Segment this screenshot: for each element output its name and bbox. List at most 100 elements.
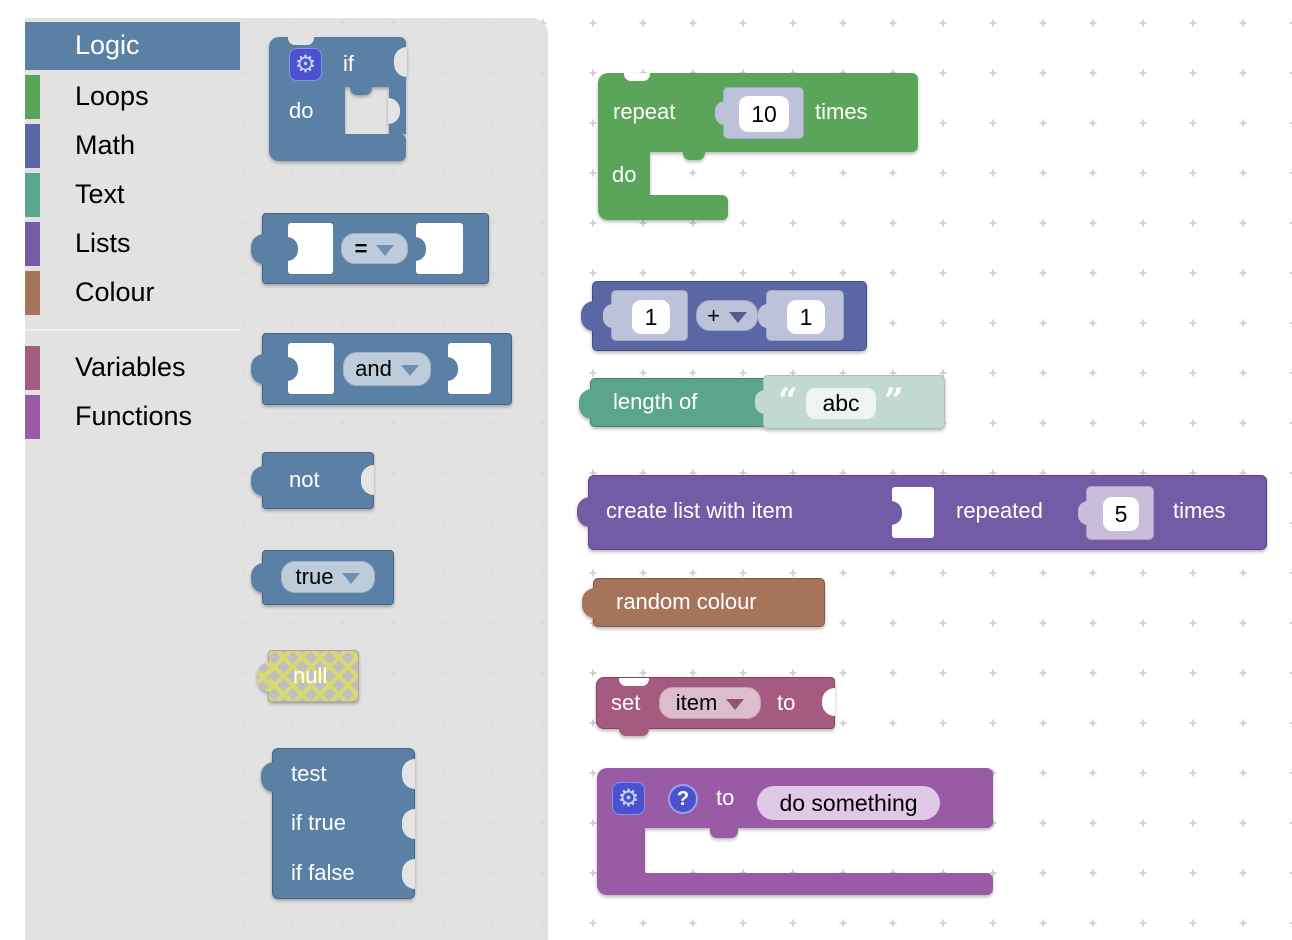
set-label: set (611, 690, 641, 715)
block-length-of[interactable]: length of “ abc ” (579, 375, 945, 429)
not-label: not (289, 467, 320, 492)
variable-name: item (675, 690, 718, 715)
block-list-repeat[interactable]: create list with item repeated 5 times (577, 475, 1267, 550)
statement-notch (710, 828, 738, 838)
value-socket (287, 223, 333, 274)
value-input-notch (402, 809, 415, 839)
category-color-strip (25, 124, 40, 168)
bottom-notch (624, 220, 652, 228)
shadow-number-block[interactable]: 10 (715, 87, 804, 139)
category-color-strip (25, 271, 40, 315)
number-field[interactable]: 1 (632, 300, 670, 334)
value-socket (415, 223, 463, 274)
shadow-output-plug (603, 303, 613, 328)
number-field[interactable]: 1 (787, 300, 825, 334)
category-math[interactable]: Math (25, 122, 240, 170)
operator-label: + (707, 302, 720, 328)
shadow-number-block[interactable]: 1 (603, 290, 688, 341)
shadow-number-block[interactable]: 1 (758, 290, 844, 341)
category-colour[interactable]: Colour (25, 269, 240, 317)
category-loops[interactable]: Loops (25, 73, 240, 121)
repeated-label: repeated (956, 498, 1043, 523)
block-set-variable[interactable]: set item to (596, 677, 835, 736)
category-label: Functions (75, 401, 193, 431)
operator-label: = (354, 235, 368, 261)
text-field[interactable]: abc (806, 388, 876, 419)
block-function-definition[interactable]: ⚙ ? to do something (597, 768, 993, 895)
times-label: times (815, 99, 868, 124)
flyout-block-and[interactable]: and (251, 333, 512, 405)
value-input-notch (402, 859, 415, 889)
output-plug (261, 762, 274, 792)
category-label: Logic (75, 30, 140, 60)
help-icon[interactable]: ? (668, 784, 698, 814)
category-color-strip (25, 75, 40, 119)
create-list-label: create list with item (606, 498, 794, 523)
do-label: do (289, 98, 314, 123)
ternary-row-label: if false (291, 860, 355, 885)
category-tree: Logic Loops Math Text Lists Colour (25, 18, 240, 940)
output-plug (582, 588, 595, 618)
if-label: if (343, 51, 354, 76)
value-input-notch (394, 47, 407, 77)
operator-dropdown[interactable]: = (341, 233, 408, 264)
to-label: to (716, 785, 735, 810)
top-notch (619, 678, 649, 686)
dropdown-arrow-icon (342, 573, 361, 584)
flyout-block-if-do[interactable]: ⚙ if do (269, 37, 407, 169)
category-variables[interactable]: Variables (25, 344, 240, 392)
shadow-output-plug (1078, 501, 1088, 525)
category-label: Loops (75, 81, 149, 111)
category-separator (25, 329, 240, 331)
statement-notch (683, 152, 705, 160)
boolean-value: true (295, 564, 334, 589)
statement-notch (350, 87, 372, 95)
output-plug (579, 389, 592, 419)
category-functions[interactable]: Functions (25, 393, 240, 441)
ternary-row-label: if true (291, 810, 347, 835)
dropdown-arrow-icon (400, 365, 419, 376)
category-color-strip (25, 346, 40, 390)
operator-dropdown[interactable]: + (696, 300, 758, 331)
top-notch (288, 37, 314, 45)
top-notch (624, 73, 650, 81)
output-plug (251, 234, 264, 264)
boolean-dropdown[interactable]: true (281, 561, 375, 593)
number-field[interactable]: 10 (739, 96, 789, 132)
block-arithmetic[interactable]: 1 + 1 (581, 281, 867, 351)
category-text[interactable]: Text (25, 171, 240, 219)
flyout-block-null[interactable]: null (257, 650, 359, 702)
category-logic[interactable]: Logic (25, 22, 240, 70)
dropdown-arrow-icon (728, 311, 747, 323)
category-label: Colour (75, 277, 155, 307)
category-label: Variables (75, 352, 186, 382)
mutator-gear-icon[interactable]: ⚙ (289, 48, 322, 81)
value-input-notch (361, 465, 374, 495)
shadow-text-block[interactable]: “ abc ” (755, 375, 945, 429)
function-name-field[interactable]: do something (757, 786, 940, 820)
flyout-block-boolean[interactable]: true (251, 550, 394, 605)
variable-dropdown[interactable]: item (659, 687, 761, 719)
value-socket (287, 343, 334, 394)
flyout-block-ternary[interactable]: test if true if false (261, 748, 415, 899)
block-random-colour[interactable]: random colour (582, 578, 825, 627)
shadow-output-plug (758, 303, 768, 328)
output-plug (251, 563, 264, 593)
operator-label: and (355, 356, 392, 381)
shadow-output-plug (715, 101, 725, 125)
shadow-output-plug (755, 390, 765, 414)
null-label: null (293, 663, 328, 688)
shadow-number-block[interactable]: 5 (1078, 486, 1154, 540)
times-label: times (1173, 498, 1226, 523)
flyout-block-not[interactable]: not (251, 452, 374, 509)
operator-dropdown[interactable]: and (343, 352, 431, 386)
length-of-label: length of (613, 389, 698, 414)
mutator-gear-icon[interactable]: ⚙ (612, 782, 645, 815)
flyout-block-compare[interactable]: = (251, 213, 489, 284)
toolbox: Logic Loops Math Text Lists Colour (0, 0, 240, 940)
number-field[interactable]: 5 (1103, 497, 1139, 531)
category-lists[interactable]: Lists (25, 220, 240, 268)
block-repeat[interactable]: repeat 10 times do (598, 73, 918, 228)
category-color-strip (25, 222, 40, 266)
